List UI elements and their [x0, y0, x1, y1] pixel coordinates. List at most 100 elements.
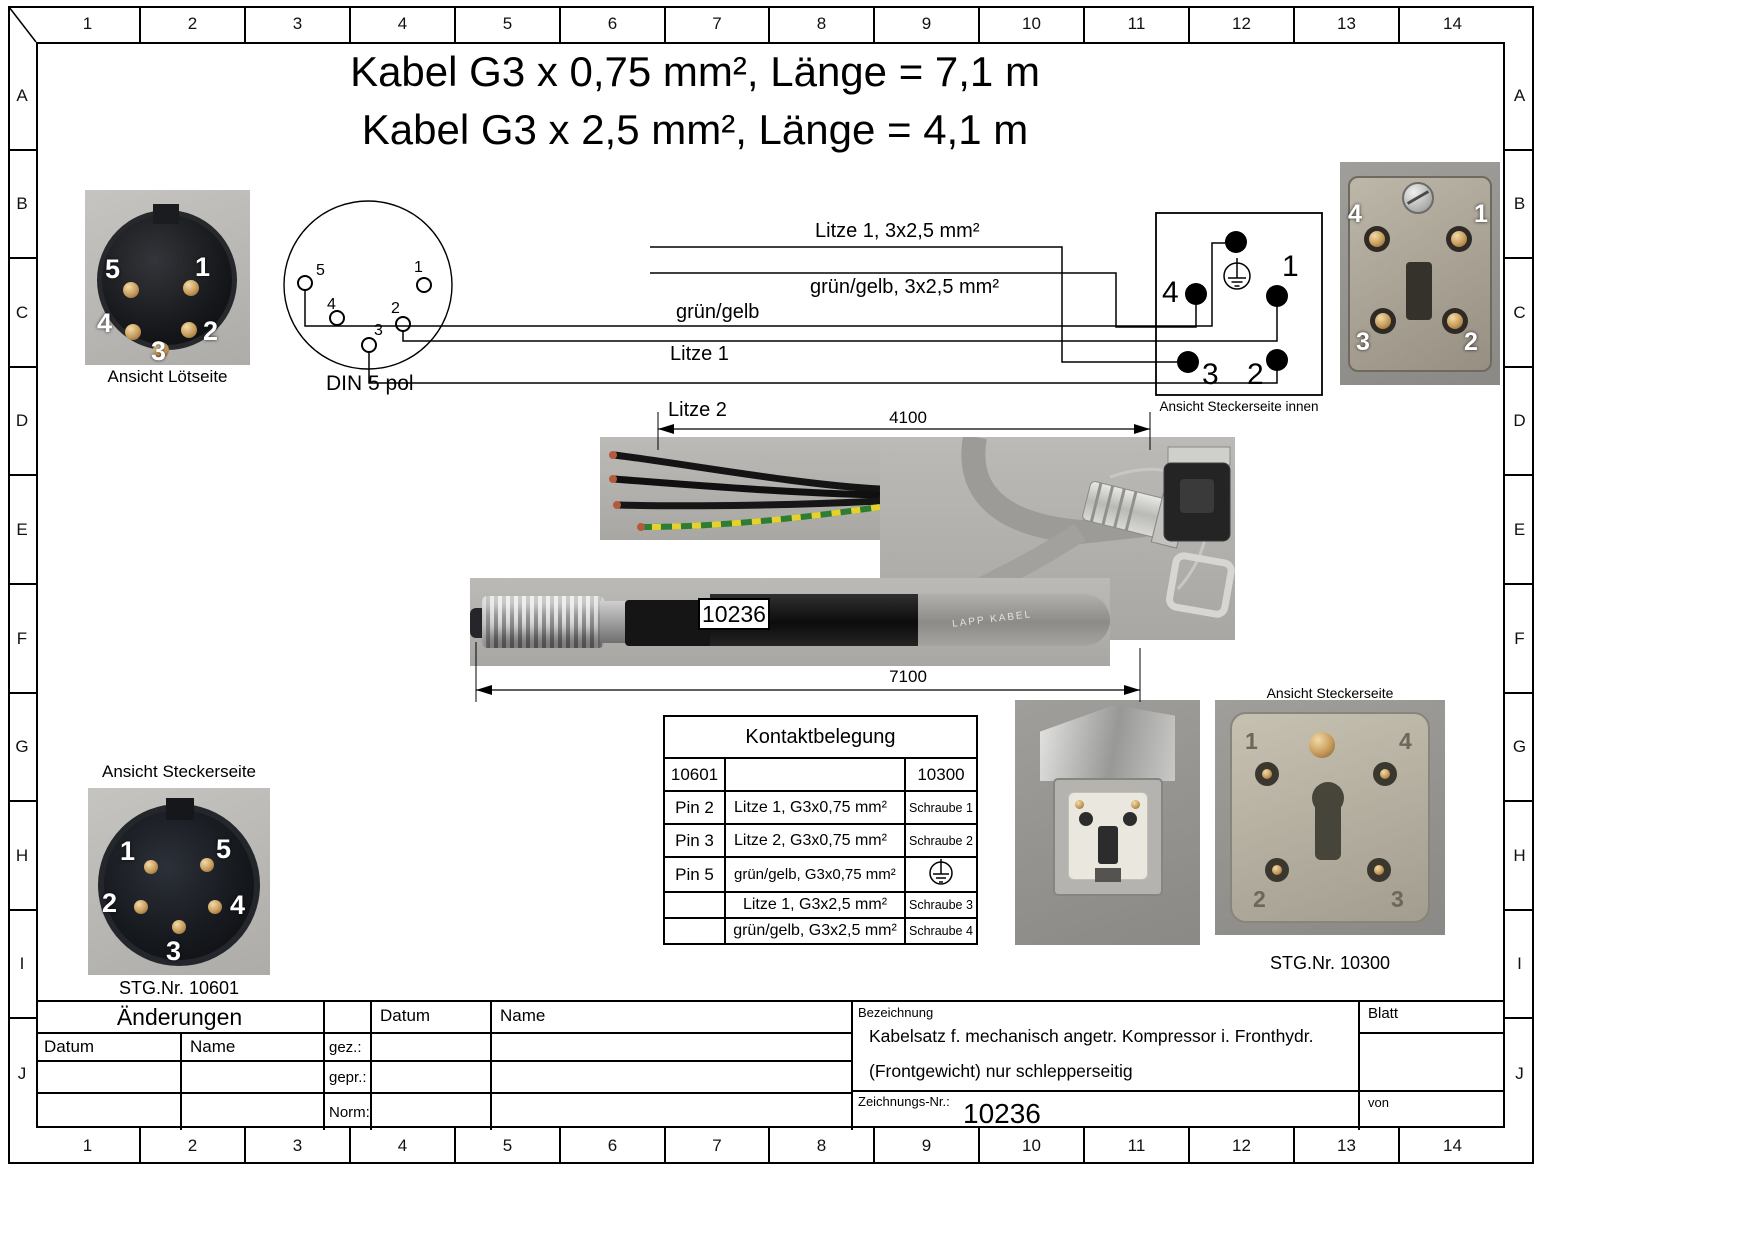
cell	[904, 856, 978, 893]
row-footer: G	[1505, 694, 1534, 802]
cell: Pin 5	[663, 856, 726, 893]
ground-icon	[929, 859, 953, 885]
col-footer: 14	[1443, 1136, 1462, 1155]
din-connector-body	[97, 210, 237, 350]
photo-stecker-innen-oben: 4 1 3 2	[1340, 162, 1500, 385]
col-header: 3	[246, 6, 351, 42]
pin	[183, 280, 199, 296]
pin-number: 1	[120, 836, 136, 866]
box-pin-label: 4	[1162, 276, 1179, 309]
table-row: grün/gelb, G3x2,5 mm² Schraube 4	[663, 917, 978, 945]
col-header: 10	[980, 6, 1085, 42]
tb-empty	[36, 1094, 182, 1130]
wire-label-gg: grün/gelb	[676, 301, 760, 323]
din-connector-notch	[153, 204, 179, 224]
pin	[134, 900, 148, 914]
row-header: J	[17, 1063, 27, 1083]
tb-norm: Norm:	[325, 1094, 372, 1130]
col-header: 9	[875, 6, 980, 42]
cell: Schraube 2	[904, 823, 978, 858]
terminal-pin	[1447, 313, 1463, 329]
wire-label-gg-25: grün/gelb, 3x2,5 mm²	[810, 276, 999, 298]
label-ansicht-steckerseite-links: Ansicht Steckerseite	[101, 762, 256, 781]
row-header: I	[8, 911, 36, 1019]
col-footer: 13	[1295, 1128, 1400, 1164]
cell: Schraube 1	[904, 790, 978, 825]
row-header: H	[8, 802, 36, 911]
pin	[144, 860, 158, 874]
din-pin-label: 4	[327, 296, 336, 313]
row-footer: I	[1505, 911, 1534, 1019]
pin-number: 2	[102, 888, 118, 918]
col-header: 6	[561, 6, 666, 42]
cell	[724, 757, 906, 792]
photo-wire-fan	[600, 437, 880, 540]
pin-number: 4	[97, 308, 113, 338]
tb-von: von	[1368, 1095, 1389, 1110]
cell	[663, 891, 726, 919]
pin-number: 3	[166, 936, 182, 966]
photo-loetseite: 5 1 4 2 3	[85, 190, 250, 365]
wire-label-litze2: Litze 2	[668, 399, 727, 421]
pin-number: 3	[151, 336, 167, 365]
contact-pin	[1262, 769, 1272, 779]
pin-number: 3	[1391, 886, 1404, 912]
col-footer: 12	[1190, 1128, 1295, 1164]
screw	[1131, 800, 1140, 809]
caption-loetseite: Ansicht Lötseite	[107, 367, 228, 386]
cell	[663, 917, 726, 945]
pin-number: 5	[216, 834, 232, 864]
row-footer: A	[1505, 42, 1534, 151]
screw	[1075, 800, 1084, 809]
tb-empty	[492, 1062, 853, 1094]
col-header: 7	[666, 6, 770, 42]
table-row: Pin 5 grün/gelb, G3x0,75 mm²	[663, 856, 978, 893]
pin	[172, 920, 186, 934]
drawing-title-1: Kabel G3 x 0,75 mm², Länge = 7,1 m	[350, 48, 1040, 95]
col-footer: 2	[141, 1128, 246, 1164]
connector-barrel	[482, 596, 604, 648]
pin-number: 4	[1348, 200, 1362, 228]
tb-empty	[36, 1062, 182, 1094]
tb-empty	[182, 1062, 325, 1094]
col-footer: 3	[246, 1128, 351, 1164]
tb-datum-left: Datum	[36, 1034, 182, 1062]
table-title: Kontaktbelegung	[663, 715, 978, 759]
caption-stecker-innen: Ansicht Steckerseite innen	[1159, 399, 1319, 414]
row-footer: D	[1505, 368, 1534, 476]
box-pin-label: 3	[1202, 358, 1219, 391]
col-header: 4	[351, 6, 456, 42]
col-header: 12	[1190, 6, 1295, 42]
center-screw	[1309, 732, 1335, 758]
zeichnungsnr-value: 10236	[963, 1098, 1041, 1129]
tb-empty	[1360, 1034, 1505, 1092]
col-footer: 7	[666, 1128, 770, 1164]
photo-din-cable: LAPP KABEL	[470, 578, 1110, 666]
cable-print: LAPP KABEL	[951, 609, 1033, 630]
cell: Pin 3	[663, 823, 726, 858]
pin	[123, 282, 139, 298]
tb-name-mid: Name	[492, 1002, 853, 1034]
contact-pin	[1272, 865, 1282, 875]
table-row: Pin 2 Litze 1, G3x0,75 mm² Schraube 1	[663, 790, 978, 825]
din-pin-label: 3	[374, 322, 383, 339]
tb-empty	[372, 1034, 492, 1062]
table-row: Pin 3 Litze 2, G3x0,75 mm² Schraube 2	[663, 823, 978, 858]
col-header: 5	[456, 6, 561, 42]
contact-hole	[1079, 812, 1093, 826]
pin-number: 2	[203, 316, 219, 346]
col-header: 2	[141, 6, 246, 42]
row-header: E	[8, 476, 36, 585]
metal-bracket	[1040, 705, 1175, 781]
cell: Litze 1, G3x2,5 mm²	[724, 891, 906, 919]
tb-zeichnungsnr: Zeichnungs-Nr.: 10236	[853, 1092, 1360, 1130]
photo-stg10601: 1 5 2 4 3	[88, 788, 270, 975]
row-footer: F	[1505, 585, 1534, 694]
pin-number: 1	[1245, 728, 1258, 754]
col-header: 13	[1295, 6, 1400, 42]
tb-datum-mid: Datum	[372, 1002, 492, 1034]
caption-stg10300: STG.Nr. 10300	[1269, 953, 1391, 973]
cable-gray: LAPP KABEL	[918, 594, 1110, 646]
keyway	[1406, 262, 1432, 320]
